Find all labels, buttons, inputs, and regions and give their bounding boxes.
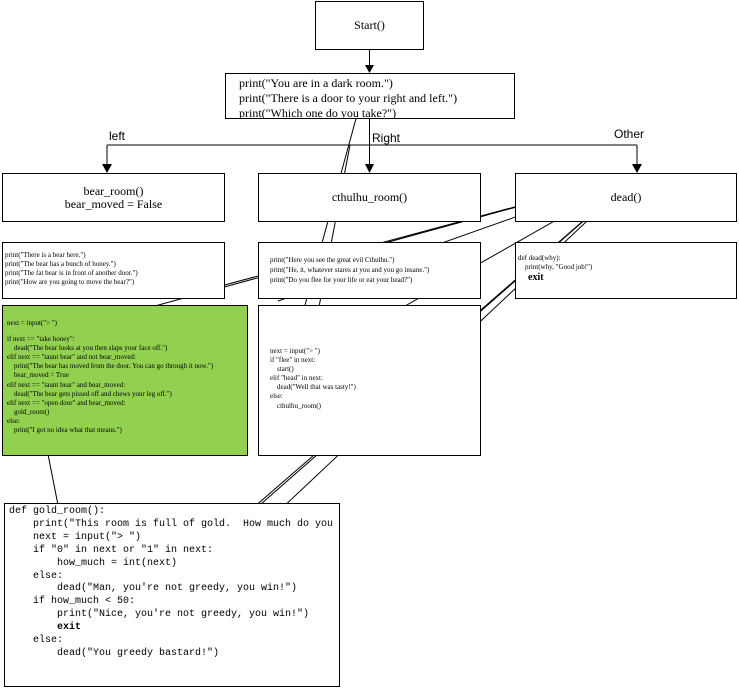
code-line: elif "head" in next: <box>270 374 323 383</box>
code-line: if how_much < 50: <box>9 596 136 608</box>
gold-room-node: def gold_room(): print("This room is ful… <box>4 503 340 687</box>
edge-label-left: left <box>109 129 126 143</box>
code-line: else: <box>270 392 283 401</box>
code-line: cthulhu_room() <box>270 401 321 410</box>
code-line: print("I got no idea what that means.") <box>7 426 122 435</box>
cthulhu-room-node: cthulhu_room() <box>258 173 481 222</box>
edge-label-right: Right <box>372 131 401 145</box>
code-line: start() <box>270 365 294 374</box>
code-line: exit <box>518 272 544 283</box>
code-line: else: <box>9 570 64 582</box>
prompt-node: print("You are in a dark room.") print("… <box>225 73 515 119</box>
code-line: print("This room is full of gold. How mu… <box>33 518 334 530</box>
arrowhead-to-dead <box>632 164 642 173</box>
start-label: Start() <box>354 18 385 32</box>
prompt-line: print("Which one do you take?") <box>239 106 397 119</box>
code-line: dead("You greedy bastard!") <box>9 647 220 659</box>
code-line: next = input("> ") <box>9 531 142 543</box>
dead-title: dead() <box>610 190 642 204</box>
arrowhead-to-cthulhu-room <box>365 164 374 173</box>
bear-room-node: bear_room() bear_moved = False <box>2 173 225 222</box>
bear-room-title: bear_room() <box>83 183 144 198</box>
dead-def-node: def dead(why): print(why, "Good job!") e… <box>515 242 737 299</box>
code-line: else: <box>7 416 20 425</box>
code-line: elif next == "taunt bear" and not bear_m… <box>7 353 136 362</box>
code-line: print("The bear has a bunch of honey.") <box>5 260 116 268</box>
code-line: print("There is a bear here.") <box>5 251 86 259</box>
code-line: print("Do you flee for your life or eat … <box>270 276 413 284</box>
code-line: print("Here you see the great evil Cthul… <box>270 256 395 264</box>
code-line: print("He, it, whatever stares at you an… <box>270 266 430 274</box>
code-line: def dead(why): <box>518 254 561 262</box>
dead-node: dead() <box>515 173 737 222</box>
code-line: exit <box>9 622 82 634</box>
code-line: print(why, "Good job!") <box>518 263 593 271</box>
prompt-line: print("You are in a dark room.") <box>239 76 393 90</box>
code-line: if "0" in next or "1" in next: <box>9 544 214 556</box>
code-line: def gold_room(): <box>9 506 106 517</box>
arrowhead-to-bear-room <box>102 164 112 173</box>
arrowhead-to-prompt <box>365 65 374 73</box>
code-line: print("How are you going to move the bea… <box>5 278 135 286</box>
code-line: print("The bear has moved from the door.… <box>7 362 214 371</box>
cthulhu-room-title: cthulhu_room() <box>331 190 408 204</box>
code-line: if "flee" in next: <box>270 356 316 365</box>
bear-print-node: print("There is a bear here.") print("Th… <box>2 242 225 299</box>
bear-room-subtitle: bear_moved = False <box>64 196 163 211</box>
code-line: elif next == "open door" and bear_moved: <box>7 398 126 407</box>
bear-logic-node: next = input("> ") if next == "take hone… <box>2 305 248 456</box>
code-line: print("The fat bear is in front of anoth… <box>5 269 138 277</box>
code-line: print("Nice, you're not greedy, you win!… <box>9 609 310 621</box>
code-line: gold_room() <box>7 407 50 416</box>
code-gap <box>7 328 247 335</box>
code-line: bear_moved = True <box>7 371 69 380</box>
code-line: dead("Man, you're not greedy, you win!") <box>9 583 298 595</box>
cthulhu-logic-node: next = input("> ") if "flee" in next: st… <box>258 305 481 456</box>
code-line: dead("The bear looks at you then slaps y… <box>7 344 168 353</box>
code-line: dead("Well that was tasty!") <box>270 383 356 392</box>
code-line: elif next == "taunt bear" and bear_moved… <box>7 380 126 389</box>
code-line: next = input("> ") <box>270 347 320 355</box>
prompt-line: print("There is a door to your right and… <box>239 91 458 105</box>
code-line: next = input("> ") <box>7 319 57 327</box>
start-node: Start() <box>315 1 424 50</box>
code-line: how_much = int(next) <box>9 557 178 569</box>
cthulhu-print-node: print("Here you see the great evil Cthul… <box>258 242 481 299</box>
code-line: dead("The bear gets pissed off and chews… <box>7 389 172 398</box>
code-line: else: <box>9 635 64 647</box>
edge-label-other: Other <box>614 127 645 141</box>
code-line: if next == "take honey": <box>7 335 75 344</box>
